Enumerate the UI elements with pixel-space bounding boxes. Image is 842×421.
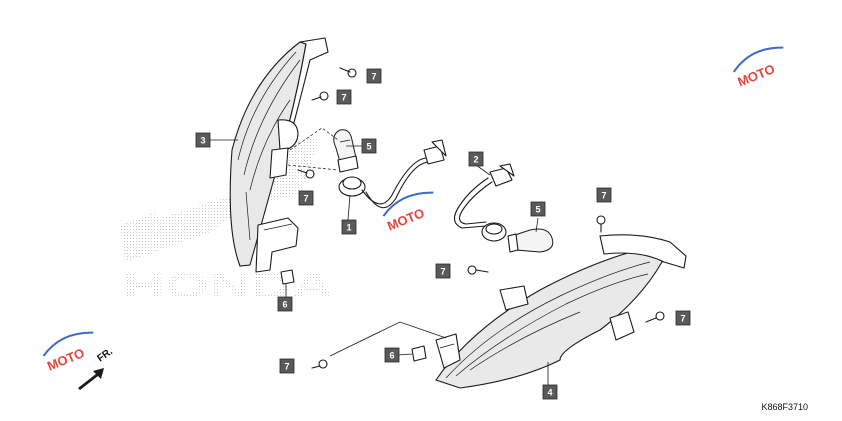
callout-2: 2	[468, 151, 484, 167]
watermark-bottom-left: MOTO	[42, 331, 94, 374]
nut-clip-right	[411, 345, 427, 362]
screw-middle-left	[297, 169, 315, 179]
screw-top-left	[339, 67, 357, 78]
svg-text:3: 3	[200, 136, 205, 146]
callout-7-bottom-left: 7	[279, 358, 295, 374]
callout-6-left: 6	[277, 296, 293, 312]
svg-text:MOTO: MOTO	[735, 61, 777, 89]
screw-upper-left	[311, 91, 329, 101]
callout-7-right-middle: 7	[435, 263, 451, 279]
svg-text:5: 5	[535, 205, 540, 215]
arrow-icon	[78, 368, 104, 390]
svg-text:6: 6	[389, 351, 394, 361]
callout-7-right-top: 7	[596, 187, 612, 203]
right-turn-signal-housing	[435, 234, 687, 389]
svg-text:MOTO: MOTO	[45, 345, 87, 373]
svg-text:5: 5	[366, 142, 371, 152]
honda-logo-text: HONDA	[123, 267, 333, 305]
svg-text:MOTO: MOTO	[385, 205, 427, 233]
nut-clip-left	[280, 269, 295, 285]
screw-bottom-left	[311, 359, 328, 369]
screw-right-middle	[467, 265, 489, 275]
svg-text:7: 7	[371, 72, 376, 82]
callout-3: 3	[195, 132, 211, 148]
svg-text:7: 7	[680, 314, 685, 324]
watermark-center: MOTO	[382, 191, 434, 234]
svg-text:1: 1	[346, 223, 351, 233]
svg-text:7: 7	[284, 362, 289, 372]
svg-text:2: 2	[473, 155, 478, 165]
direction-label: FR.	[95, 346, 115, 364]
diagram-reference-code: K868F3710	[761, 402, 808, 412]
callout-7-upper: 7	[336, 89, 352, 105]
screw-right-top	[596, 215, 606, 233]
screw-right-lower	[645, 311, 665, 323]
callout-1: 1	[341, 219, 357, 235]
callout-4: 4	[542, 384, 558, 400]
callout-7-top: 7	[366, 68, 382, 84]
watermark-top-right: MOTO	[732, 46, 784, 90]
svg-text:7: 7	[341, 93, 346, 103]
svg-text:7: 7	[440, 267, 445, 277]
svg-text:7: 7	[303, 194, 308, 204]
svg-text:7: 7	[601, 191, 606, 201]
callout-5-left: 5	[361, 138, 377, 154]
left-bulb-socket-assembly	[333, 129, 447, 209]
callout-5-right: 5	[530, 201, 546, 217]
callout-7-middle-left: 7	[298, 190, 314, 206]
svg-text:4: 4	[547, 388, 552, 398]
left-turn-signal-housing	[229, 37, 329, 273]
callout-7-right-lower: 7	[675, 310, 691, 326]
svg-text:6: 6	[282, 300, 287, 310]
honda-wing-logo: HONDA	[120, 138, 333, 305]
callout-6-right: 6	[384, 347, 400, 363]
right-bulb-socket-assembly	[453, 163, 554, 253]
